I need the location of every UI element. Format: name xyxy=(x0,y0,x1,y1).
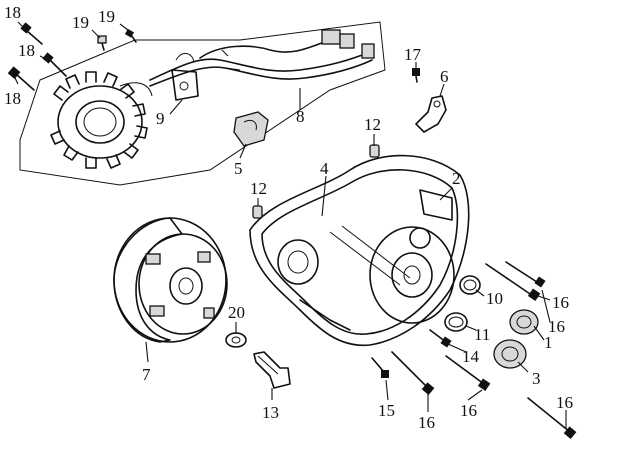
flywheel-7 xyxy=(113,217,228,343)
bolt-16-low xyxy=(527,397,577,440)
stator-group-outline xyxy=(19,21,386,186)
screw-19-b xyxy=(124,28,137,43)
callout-19a: 19 xyxy=(72,13,89,32)
bolt-16-mid2 xyxy=(445,355,491,391)
callout-16-e: 16 xyxy=(556,393,573,412)
stator-coil xyxy=(50,71,153,169)
oring-10 xyxy=(459,275,481,295)
callout-6: 6 xyxy=(440,67,449,86)
bolt-14 xyxy=(429,329,452,348)
wire-harness-8 xyxy=(149,29,375,87)
callout-18c: 18 xyxy=(4,89,21,108)
bolt-16-mid xyxy=(391,351,435,396)
callout-18b: 18 xyxy=(18,41,35,60)
callout-4: 4 xyxy=(320,159,329,178)
callout-18a: 18 xyxy=(4,3,21,22)
callout-20: 20 xyxy=(228,303,245,322)
bolt-18-mid xyxy=(42,52,67,77)
bolt-16-upper2 xyxy=(505,261,546,288)
callout-9: 9 xyxy=(156,109,165,128)
oring-11 xyxy=(444,312,468,332)
callout-10: 10 xyxy=(486,289,503,308)
bolt-18-low xyxy=(7,66,35,91)
callout-13: 13 xyxy=(262,403,279,422)
callout-2: 2 xyxy=(452,169,461,188)
callout-1: 1 xyxy=(544,333,553,352)
bolt-16-upper xyxy=(485,263,541,301)
callout-16-b: 16 xyxy=(548,317,565,336)
callout-3: 3 xyxy=(532,369,541,388)
sensor-13 xyxy=(253,351,291,389)
bracket-6 xyxy=(415,95,447,133)
callout-12-lower: 12 xyxy=(250,179,267,198)
callout-17: 17 xyxy=(404,45,422,64)
crankcase-cover-2 xyxy=(249,154,470,347)
callout-7: 7 xyxy=(142,365,151,384)
screw-19-a xyxy=(97,35,107,51)
callout-16-c: 16 xyxy=(418,413,435,432)
callout-11: 11 xyxy=(474,325,490,344)
callout-12-upper: 12 xyxy=(364,115,381,134)
bolt-18-top xyxy=(20,22,43,45)
callout-16-d: 16 xyxy=(460,401,477,420)
cap-1 xyxy=(509,309,539,335)
callout-14: 14 xyxy=(462,347,480,366)
bolt-17 xyxy=(412,68,420,83)
bolt-15 xyxy=(371,357,389,378)
cap-3 xyxy=(493,339,527,369)
leader-lines xyxy=(13,21,567,428)
washer-20 xyxy=(225,332,247,348)
callout-19b: 19 xyxy=(98,7,115,26)
callout-15: 15 xyxy=(378,401,395,420)
callout-16-a: 16 xyxy=(552,293,569,312)
dowel-12-upper xyxy=(369,144,380,158)
callout-8: 8 xyxy=(296,107,305,126)
dowel-12-lower xyxy=(252,205,263,219)
callout-5: 5 xyxy=(234,159,243,178)
rubber-block-5 xyxy=(233,111,269,147)
